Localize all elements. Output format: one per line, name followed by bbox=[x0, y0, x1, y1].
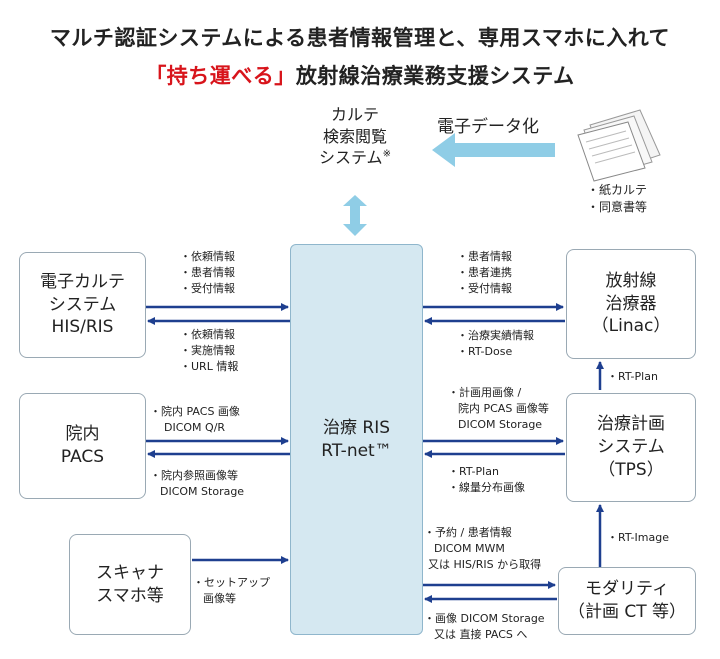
note-line: ・依頼情報 bbox=[180, 328, 235, 341]
note-line: DICOM Q/R bbox=[164, 420, 226, 434]
tps-line1: 治療計画 bbox=[597, 414, 665, 435]
hospital-pacs: 院内 PACS bbox=[19, 393, 146, 499]
tps-line2: システム bbox=[597, 437, 665, 458]
note-line: DICOM MWM bbox=[434, 541, 505, 555]
note-ris-to-tps: ・計画用画像 / 院内 PCAS 画像等 DICOM Storage bbox=[448, 385, 549, 433]
title-highlight: 「持ち運べる」 bbox=[145, 64, 296, 88]
digitize-item: ・同意書等 bbox=[587, 200, 648, 215]
tps-line3: （TPS） bbox=[598, 459, 664, 480]
linac-line1: 放射線 bbox=[605, 270, 657, 291]
note-line: ・患者情報 bbox=[180, 265, 235, 279]
emr-line3: HIS/RIS bbox=[51, 317, 114, 338]
digitize-items: ・紙カルテ ・同意書等 bbox=[587, 182, 647, 217]
note-ris-to-linac: ・患者情報 ・患者連携 ・受付情報 bbox=[457, 249, 512, 297]
title-line2-rest: 放射線治療業務支援システム bbox=[295, 64, 575, 88]
note-line: DICOM Storage bbox=[458, 417, 543, 431]
paper-documents-icon bbox=[577, 109, 661, 182]
note-emr-to-ris: ・依頼情報 ・患者情報 ・受付情報 bbox=[180, 249, 235, 297]
digitize-arrow bbox=[432, 133, 555, 167]
linac-line3: （Linac） bbox=[591, 316, 671, 337]
note-line: ・受付情報 bbox=[180, 281, 235, 295]
note-linac-to-ris: ・治療実績情報 ・RT-Dose bbox=[457, 328, 534, 360]
note-line: ・患者連携 bbox=[457, 265, 512, 279]
ris-line1: 治療 RIS bbox=[322, 417, 391, 438]
note-tps-to-ris: ・RT-Plan ・線量分布画像 bbox=[448, 464, 525, 496]
ris-line2: RT-net™ bbox=[321, 440, 392, 461]
note-tps-to-linac: ・RT-Plan bbox=[607, 370, 658, 383]
note-line: 又は HIS/RIS から取得 bbox=[428, 557, 542, 571]
modality-box: モダリティ （計画 CT 等） bbox=[558, 567, 696, 635]
tps-box: 治療計画 システム （TPS） bbox=[566, 393, 696, 502]
pacs-line1: 院内 bbox=[65, 424, 100, 445]
note-ris-to-pacs: ・院内参照画像等 DICOM Storage bbox=[150, 468, 244, 500]
note-pacs-to-ris: ・院内 PACS 画像 DICOM Q/R bbox=[150, 404, 240, 436]
scanner-smartphone: スキャナ スマホ等 bbox=[69, 534, 191, 635]
note-line: ・URL 情報 bbox=[180, 359, 239, 373]
note-modality-to-tps: ・RT-Image bbox=[607, 531, 669, 544]
note-line: DICOM Storage bbox=[160, 484, 245, 498]
note-line: ・実施情報 bbox=[180, 343, 235, 357]
note-line: ・セットアップ bbox=[193, 576, 270, 589]
note-line: ・RT-Dose bbox=[457, 344, 513, 358]
note-ris-to-emr: ・依頼情報 ・実施情報 ・URL 情報 bbox=[180, 327, 238, 375]
karte-mark: ※ bbox=[382, 148, 391, 160]
karte-line1: カルテ bbox=[330, 105, 379, 124]
scanner-line1: スキャナ bbox=[96, 562, 164, 583]
title-line2: 「持ち運べる」放射線治療業務支援システム bbox=[0, 60, 720, 90]
karte-line2: 検索閲覧 bbox=[322, 126, 387, 146]
karte-search-system: カルテ 検索閲覧 システム※ bbox=[300, 104, 410, 169]
emr-line1: 電子カルテ bbox=[40, 271, 125, 292]
pacs-line2: PACS bbox=[60, 447, 105, 467]
note-line: ・受付情報 bbox=[457, 281, 512, 295]
linac-line2: 治療器 bbox=[605, 293, 657, 314]
note-line: ・画像 DICOM Storage bbox=[424, 612, 545, 625]
modality-line2: （計画 CT 等） bbox=[567, 602, 687, 622]
note-line: 又は 直接 PACS へ bbox=[434, 627, 528, 641]
note-ris-to-modality: ・予約 / 患者情報 DICOM MWM 又は HIS/RIS から取得 bbox=[424, 525, 541, 573]
note-line: ・院内 PACS 画像 bbox=[150, 405, 240, 418]
karte-ris-double-arrow bbox=[343, 195, 367, 236]
note-line: ・治療実績情報 bbox=[457, 329, 534, 342]
linac-box: 放射線 治療器 （Linac） bbox=[566, 249, 696, 359]
scanner-line2: スマホ等 bbox=[96, 585, 164, 606]
note-modality-to-ris: ・画像 DICOM Storage 又は 直接 PACS へ bbox=[424, 611, 545, 643]
emr-system: 電子カルテ システム HIS/RIS bbox=[19, 252, 146, 358]
digitize-item: ・紙カルテ bbox=[587, 183, 648, 197]
note-line: 院内 PCAS 画像等 bbox=[458, 401, 549, 415]
note-line: ・患者情報 bbox=[457, 250, 512, 263]
digitize-label: 電子データ化 bbox=[437, 117, 539, 137]
note-line: ・線量分布画像 bbox=[448, 480, 525, 494]
karte-line3: システム※ bbox=[319, 148, 391, 168]
note-line: ・予約 / 患者情報 bbox=[424, 526, 512, 539]
note-line: 画像等 bbox=[203, 591, 236, 605]
treatment-ris: 治療 RIS RT-net™ bbox=[290, 244, 423, 635]
modality-line1: モダリティ bbox=[585, 579, 669, 600]
emr-line2: システム bbox=[48, 294, 117, 315]
note-scanner-to-ris: ・セットアップ 画像等 bbox=[193, 575, 270, 607]
note-line: ・計画用画像 / bbox=[448, 386, 522, 399]
note-line: ・依頼情報 bbox=[180, 250, 235, 263]
note-line: ・院内参照画像等 bbox=[150, 469, 238, 482]
note-line: ・RT-Plan bbox=[448, 465, 499, 478]
title-line1: マルチ認証システムによる患者情報管理と、専用スマホに入れて bbox=[49, 26, 671, 50]
